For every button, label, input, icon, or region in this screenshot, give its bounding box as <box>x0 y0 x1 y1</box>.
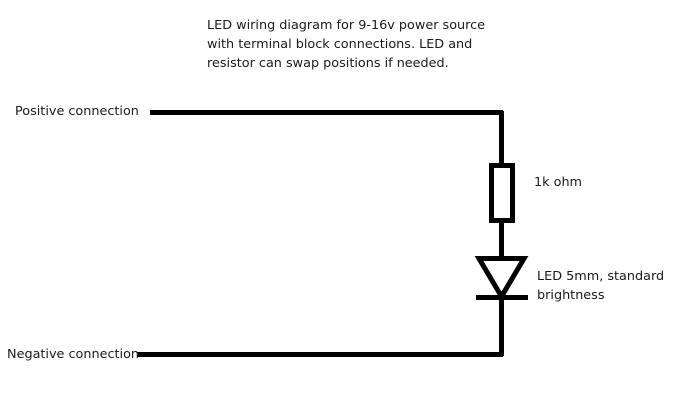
diagram-title: LED wiring diagram for 9-16v power sourc… <box>207 18 486 71</box>
positive-connection-label: Positive connection <box>15 104 139 119</box>
negative-connection-label: Negative connection <box>7 347 140 362</box>
resistor-symbol <box>489 163 515 223</box>
led-triangle-symbol <box>474 256 529 302</box>
resistor-value-label: 1k ohm <box>534 175 583 190</box>
led-description-label: LED 5mm, standard brightness <box>537 269 665 303</box>
